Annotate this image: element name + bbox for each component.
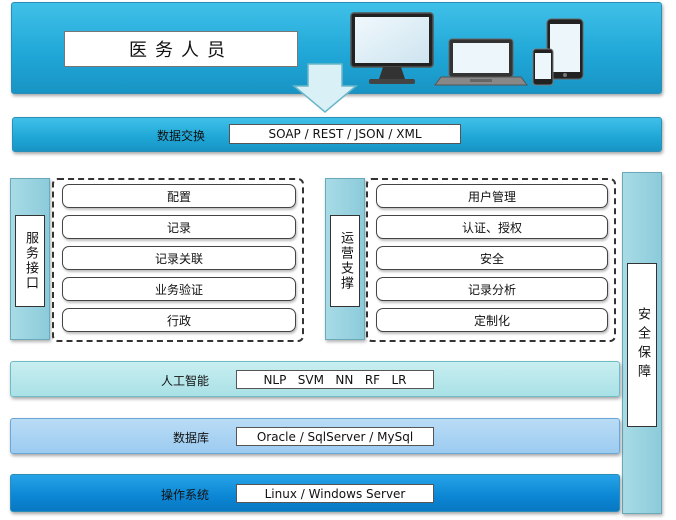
- ops-item-record-analysis: 记录分析: [376, 277, 608, 301]
- database-band: 数据库 Oracle / SqlServer / MySql: [10, 418, 620, 454]
- service-interface-sidebar: 服务接口: [10, 178, 50, 340]
- service-item-config: 配置: [62, 184, 296, 208]
- operations-support-label: 运营支撑: [330, 215, 360, 307]
- operations-support-group: 用户管理 认证、授权 安全 记录分析 定制化: [366, 178, 616, 342]
- os-systems-box: Linux / Windows Server: [236, 484, 434, 503]
- ops-item-user-management: 用户管理: [376, 184, 608, 208]
- top-title: 医务人员: [64, 31, 298, 67]
- os-band: 操作系统 Linux / Windows Server: [10, 474, 620, 512]
- database-engines-box: Oracle / SqlServer / MySql: [236, 427, 434, 446]
- service-item-record-link: 记录关联: [62, 246, 296, 270]
- ai-band: 人工智能 NLP SVM NN RF LR: [10, 361, 620, 397]
- ops-item-auth: 认证、授权: [376, 215, 608, 239]
- service-item-administration: 行政: [62, 308, 296, 332]
- tablet-icon: [546, 18, 584, 80]
- ai-methods-box: NLP SVM NN RF LR: [236, 370, 434, 389]
- protocols-box: SOAP / REST / JSON / XML: [229, 124, 461, 144]
- data-exchange-band: 数据交换 SOAP / REST / JSON / XML: [12, 117, 662, 152]
- service-interface-group: 配置 记录 记录关联 业务验证 行政: [52, 178, 304, 342]
- ai-label: 人工智能: [160, 373, 209, 388]
- service-item-record: 记录: [62, 215, 296, 239]
- data-exchange-label: 数据交换: [156, 128, 205, 143]
- devices-illustration: [350, 12, 584, 86]
- database-label: 数据库: [172, 430, 209, 445]
- service-item-business-validation: 业务验证: [62, 277, 296, 301]
- laptop-icon: [434, 38, 528, 86]
- ops-item-customization: 定制化: [376, 308, 608, 332]
- down-arrow-icon: [291, 63, 359, 113]
- os-label: 操作系统: [160, 487, 209, 502]
- security-column: 安全保障: [622, 172, 662, 514]
- operations-support-sidebar: 运营支撑: [325, 178, 365, 340]
- service-interface-label: 服务接口: [15, 215, 45, 307]
- phone-icon: [532, 48, 554, 86]
- ops-item-security: 安全: [376, 246, 608, 270]
- top-band: 医务人员: [11, 2, 662, 94]
- desktop-monitor-icon: [350, 12, 434, 84]
- security-label: 安全保障: [627, 263, 657, 427]
